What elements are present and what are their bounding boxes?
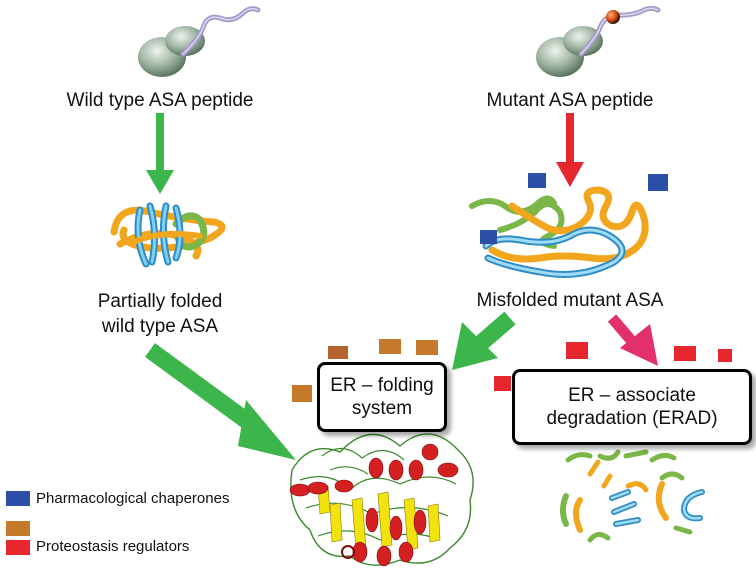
erad-box: ER – associate degradation (ERAD) xyxy=(512,369,752,445)
mutant-peptide-label: Mutant ASA peptide xyxy=(486,90,654,111)
arrow-partially-folded-to-native xyxy=(144,343,296,460)
legend-proteostasis-label: Proteostasis regulators xyxy=(36,538,190,555)
arrow-wildtype-to-partially-folded xyxy=(146,113,174,194)
legend-pharmacological-swatch xyxy=(6,491,30,506)
proteostasis-regulator-marker xyxy=(379,339,401,354)
proteostasis-regulator-marker xyxy=(566,342,588,359)
folded-asa-structure-icon xyxy=(289,433,474,567)
wild-type-ribosome-icon xyxy=(138,6,261,77)
arrow-mutant-to-misfolded xyxy=(556,113,584,187)
proteostasis-regulator-marker xyxy=(718,349,732,362)
partially-folded-label-line1: Partially folded xyxy=(97,291,223,312)
partially-folded-asa-icon xyxy=(110,202,226,268)
arrow-misfolded-to-er-folding xyxy=(452,311,516,370)
er-folding-system-box: ER – folding system xyxy=(317,362,447,432)
pharmacological-chaperone-marker xyxy=(528,173,546,188)
erad-box-line2: degradation (ERAD) xyxy=(546,408,718,429)
mutation-dot-icon xyxy=(606,10,620,24)
wild-type-peptide-label: Wild type ASA peptide xyxy=(66,90,254,111)
erad-box-line1: ER – associate xyxy=(568,385,696,406)
degraded-fragments-icon xyxy=(560,449,705,543)
proteostasis-regulator-marker xyxy=(416,340,438,355)
misfolded-asa-icon xyxy=(469,186,649,278)
pharmacological-chaperone-marker xyxy=(648,174,668,191)
misfolded-label: Misfolded mutant ASA xyxy=(476,290,664,311)
er-folding-box-line2: system xyxy=(351,398,413,419)
proteostasis-regulator-marker xyxy=(292,385,312,402)
proteostasis-regulator-marker xyxy=(328,346,348,359)
arrow-misfolded-to-erad xyxy=(607,314,658,366)
proteostasis-regulator-marker xyxy=(494,376,511,391)
legend-pharmacological-label: Pharmacological chaperones xyxy=(36,490,230,507)
proteostasis-regulator-marker xyxy=(674,346,696,361)
er-folding-box-line1: ER – folding xyxy=(330,375,434,396)
legend-proteostasis-brown-swatch xyxy=(6,521,30,536)
legend-proteostasis-red-swatch xyxy=(6,540,30,555)
mutant-ribosome-icon xyxy=(536,5,661,77)
partially-folded-label-line2: wild type ASA xyxy=(101,316,219,337)
pharmacological-chaperone-marker xyxy=(480,230,497,244)
